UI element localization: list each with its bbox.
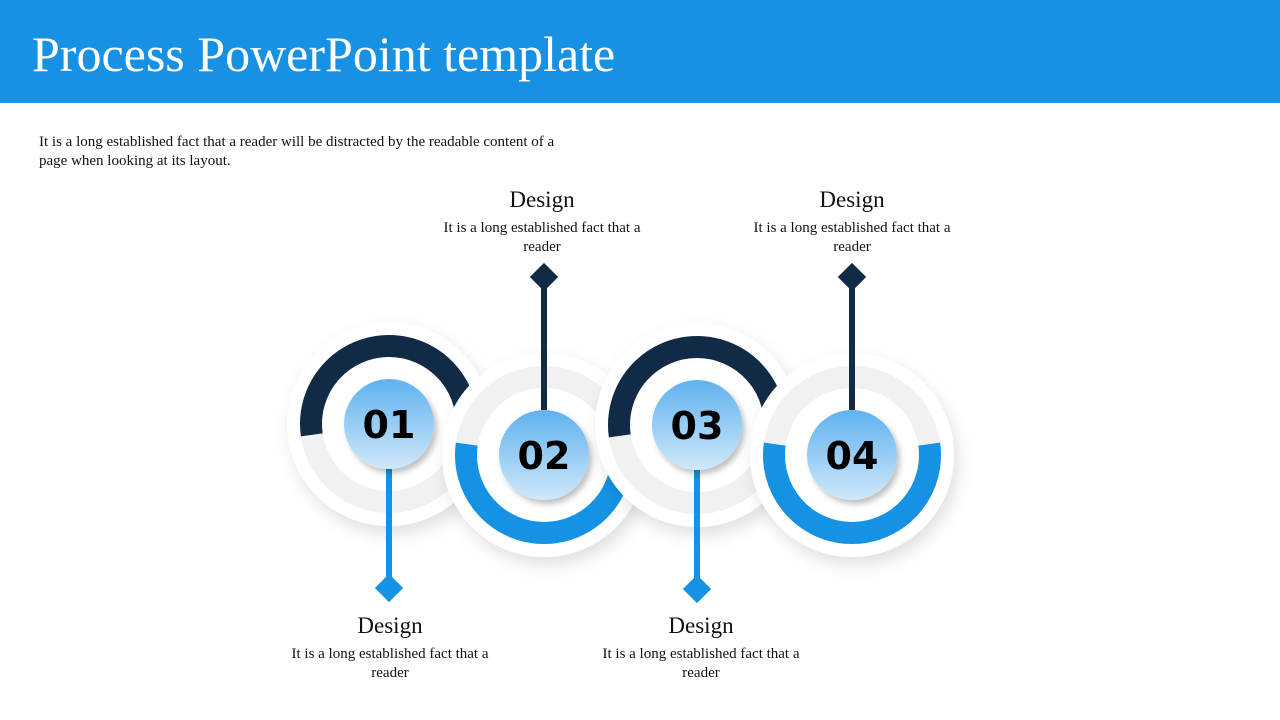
step-number: 04 xyxy=(826,434,879,478)
step-number: 02 xyxy=(518,434,571,478)
number-disc xyxy=(344,379,434,469)
slide-title: Process PowerPoint template xyxy=(32,26,616,82)
step-text: It is a long established fact that a rea… xyxy=(753,220,951,255)
diamond-marker xyxy=(682,574,712,604)
number-disc xyxy=(499,410,589,500)
header-bar: Process PowerPoint template xyxy=(0,0,1280,103)
step-title: Design xyxy=(509,187,575,212)
diamond-marker xyxy=(529,262,559,292)
intro-text: It is a long established fact that a rea… xyxy=(39,134,555,169)
number-disc xyxy=(652,380,742,470)
step-circle-1: 01 xyxy=(287,322,491,603)
step-circle-4: 04 xyxy=(750,262,954,557)
connector-line xyxy=(386,469,392,587)
diamond-marker xyxy=(837,262,867,292)
step-number: 03 xyxy=(671,404,724,448)
step-text: It is a long established fact that a rea… xyxy=(291,646,489,681)
step-label-02: Design It is a long established fact tha… xyxy=(442,186,642,257)
step-text: It is a long established fact that a rea… xyxy=(602,646,800,681)
step-number: 01 xyxy=(363,403,416,447)
step-circle-3: 03 xyxy=(595,323,799,604)
number-disc xyxy=(807,410,897,500)
step-title: Design xyxy=(357,613,423,638)
step-label-04: Design It is a long established fact tha… xyxy=(752,186,952,257)
progress-arc xyxy=(763,442,941,544)
connector-line xyxy=(849,280,855,410)
step-title: Design xyxy=(668,613,734,638)
step-label-01: Design It is a long established fact tha… xyxy=(290,612,490,683)
step-label-03: Design It is a long established fact tha… xyxy=(601,612,801,683)
step-text: It is a long established fact that a rea… xyxy=(443,220,641,255)
diamond-marker xyxy=(374,573,404,603)
step-title: Design xyxy=(819,187,885,212)
connector-line xyxy=(694,470,700,588)
connector-line xyxy=(541,280,547,410)
